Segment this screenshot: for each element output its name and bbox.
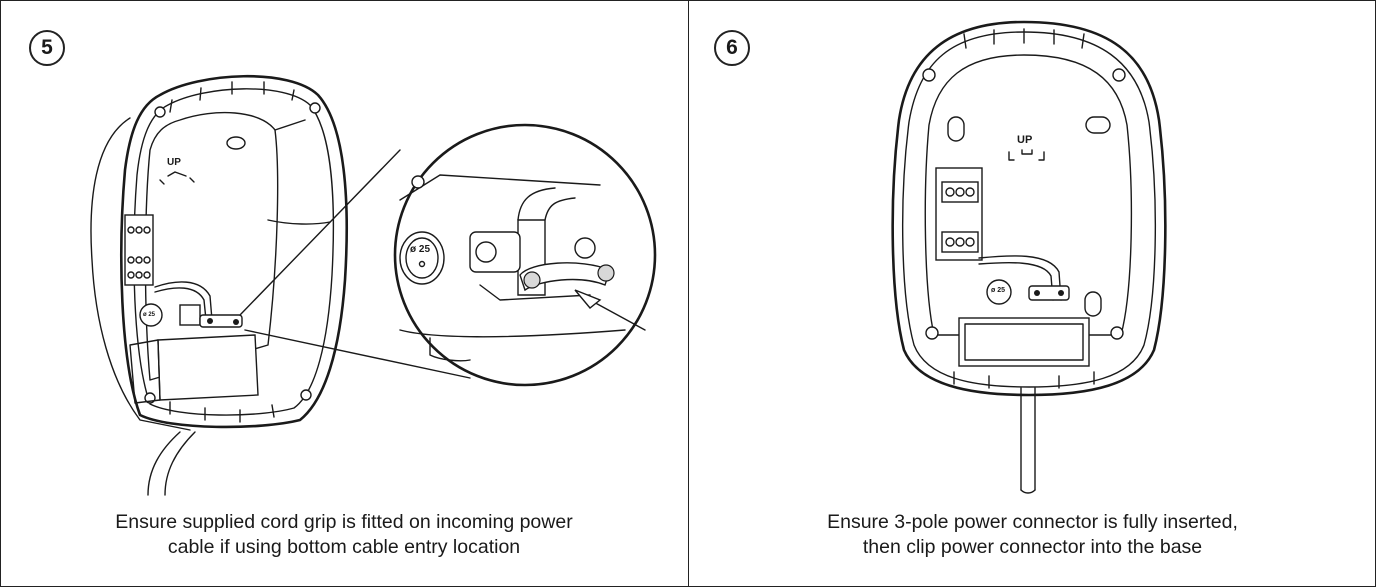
step-5-detail-hole-label: ø 25 xyxy=(410,244,430,255)
step-5-badge: 5 xyxy=(29,30,65,66)
step-6-hole-label: ø 25 xyxy=(991,287,1005,294)
panel-divider xyxy=(688,0,689,587)
step-5-up-label: UP xyxy=(167,157,181,168)
step-6-up-label: UP xyxy=(1017,134,1032,146)
step-6-caption-line-1: Ensure 3-pole power connector is fully i… xyxy=(827,511,1238,533)
step-5-hole-label: ø 25 xyxy=(143,312,156,318)
step-6-caption: Ensure 3-pole power connector is fully i… xyxy=(689,510,1376,560)
step-6-illustration: UP ø 25 xyxy=(891,20,1167,494)
step-5-caption-line-1: Ensure supplied cord grip is fitted on i… xyxy=(115,511,573,533)
step-5-illustration: UP ø 25 xyxy=(90,74,657,496)
step-5-caption-line-2: cable if using bottom cable entry locati… xyxy=(167,536,521,558)
step-6-panel: UP ø 25 6 Ensure 3-pole power connector … xyxy=(689,0,1376,587)
step-6-badge: 6 xyxy=(714,30,750,66)
step-6-caption-line-2: then clip power connector into the base xyxy=(862,536,1203,558)
step-5-caption: Ensure supplied cord grip is fitted on i… xyxy=(0,510,688,560)
step-5-panel: UP ø 25 xyxy=(0,30,688,560)
